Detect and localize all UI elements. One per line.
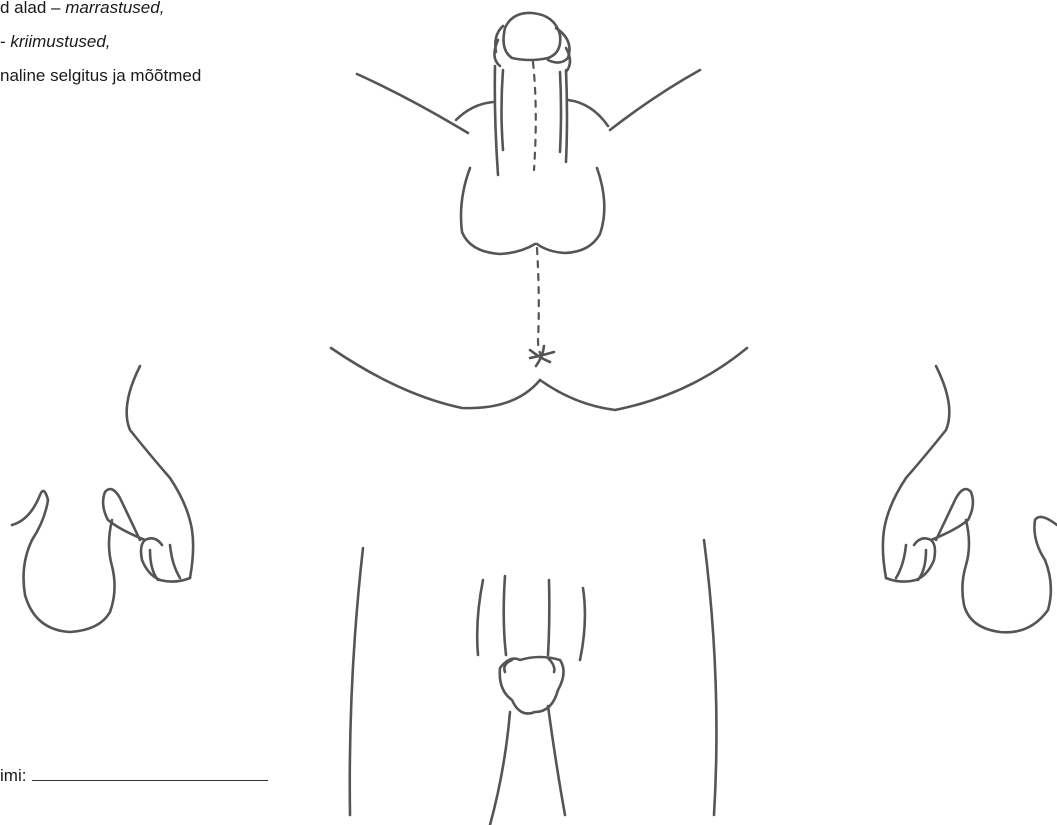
lower-shaft-left [477, 580, 483, 655]
right-fingers [886, 489, 973, 582]
penis-shaft-left [495, 66, 498, 175]
shaft-inner-left [502, 70, 504, 150]
perineum-view [331, 346, 747, 410]
right-forearm [883, 366, 949, 578]
scrotum-top-left [456, 102, 493, 120]
left-forearm [127, 366, 193, 578]
right-thumb-loop [962, 517, 1057, 632]
lower-shaft-right [580, 588, 585, 660]
left-thumb-loop [12, 491, 115, 632]
right-hand [883, 366, 1057, 632]
lower-glans-fold [504, 658, 554, 672]
right-buttock-curve [540, 348, 747, 410]
right-thigh-outline [704, 540, 716, 815]
right-groin-line [610, 70, 700, 130]
left-fingers [103, 489, 190, 582]
scrotum-right-lobe [537, 168, 604, 253]
glans-outline [504, 13, 561, 60]
lower-shaft-inner-right [548, 580, 549, 655]
genital-view-upper [357, 13, 700, 355]
left-buttock-curve [331, 348, 540, 408]
left-groin-line [357, 74, 468, 133]
penile-raphe [533, 62, 536, 170]
scrotum-left-lobe [461, 168, 535, 254]
shaft-inner-right [560, 72, 561, 152]
scrotum-top-right [568, 100, 608, 126]
left-thigh-outline [350, 548, 363, 815]
genital-view-lower [350, 540, 717, 825]
left-finger-lines [150, 545, 180, 580]
anus-mark [530, 346, 554, 366]
inner-thigh-right [548, 706, 565, 815]
penis-shaft-right [566, 70, 567, 162]
left-hand [12, 366, 193, 632]
inner-thigh-left [490, 712, 510, 825]
perineal-raphe [537, 248, 541, 355]
lower-shaft-inner-left [504, 576, 506, 655]
right-finger-lines [896, 545, 926, 580]
